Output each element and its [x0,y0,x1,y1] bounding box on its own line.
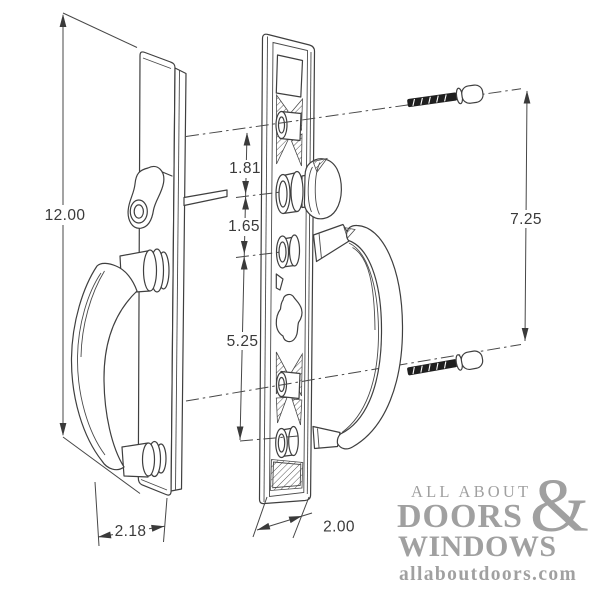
logo-windows: WINDOWS [398,530,557,563]
interior-thumbturn-knob [303,157,342,220]
exterior-handle-top-post [119,248,170,294]
dimension-upper-hole-spacing: 1.81 [229,160,261,177]
logo-all-about: ALL ABOUT [411,482,532,501]
knob-a-centerline [235,191,282,198]
mounting-screw-top [407,84,484,108]
dimension-screw-spacing: 7.25 [510,211,542,228]
dimension-graphics: 12.00 1.81 1.65 5.25 7.25 2.18 2.00 [45,12,542,547]
watermark-logo: ALL ABOUT & DOORS WINDOWS allaboutdoors.… [397,468,589,585]
dimension-lower-hole-spacing: 5.25 [227,333,259,350]
logo-doors: DOORS [397,498,523,535]
logo-ampersand: & [529,464,589,548]
interior-handle [312,223,404,450]
logo-website: allaboutdoors.com [399,564,578,585]
spindle-bar [183,189,228,207]
dimension-interior-width: 2.00 [323,519,355,536]
mounting-screw-bottom [407,350,484,376]
screw-spacing-dimension-line [524,90,528,342]
dimension-overall-height: 12.00 [45,207,86,224]
dimension-exterior-width: 2.18 [115,523,147,540]
centerlines [185,88,522,442]
interior-plate [258,33,316,505]
hole-spacing-dimension-line [239,132,248,441]
exterior-handle [70,262,138,471]
exterior-thumbturn [127,166,173,229]
knob-b-centerline [235,251,282,258]
top-screw-centerline [185,88,522,137]
knob-c-centerline [239,435,299,442]
exterior-handle-bottom-post [121,440,167,478]
dimension-middle-hole-spacing: 1.65 [228,218,260,235]
